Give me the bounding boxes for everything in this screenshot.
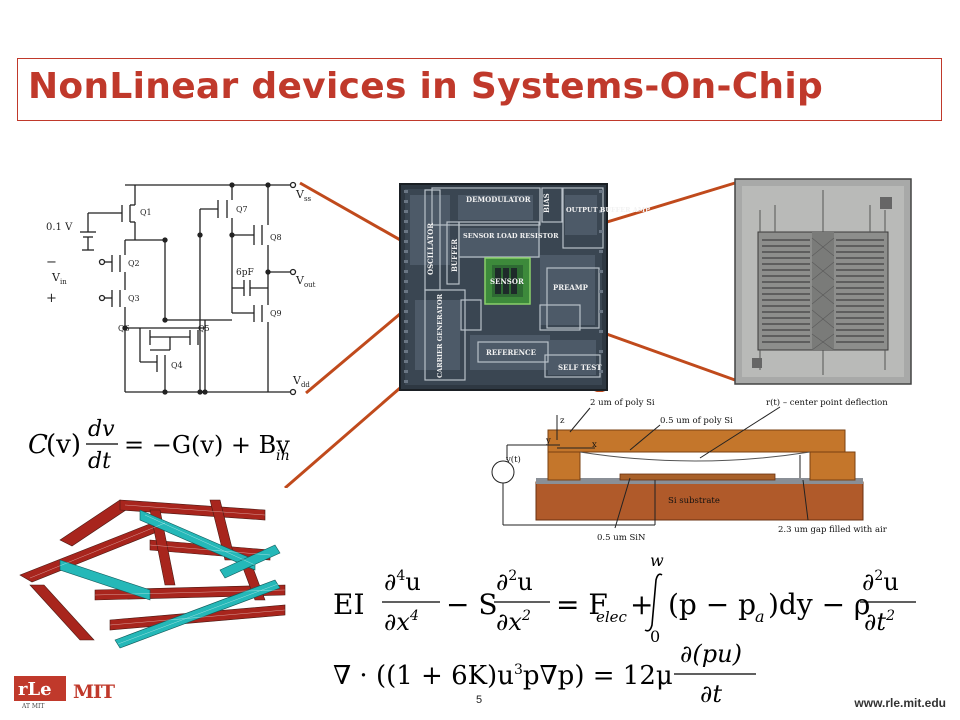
label-vin: Vin xyxy=(51,271,67,286)
chip-label-reference: REFERENCE xyxy=(486,348,536,357)
svg-text:∂4u: ∂4u xyxy=(384,568,421,596)
svg-text:∂x4: ∂x4 xyxy=(384,608,419,636)
svg-text:(p − p: (p − p xyxy=(668,588,756,621)
label-vss: Vss xyxy=(295,188,312,203)
footer-url: www.rle.mit.edu xyxy=(854,696,946,710)
cs-label-deflection: r(t) – center point deflection xyxy=(766,397,888,408)
svg-text:rLe: rLe xyxy=(18,679,52,700)
svg-text:dv: dv xyxy=(88,417,115,442)
chip-label-sensor: SENSOR xyxy=(490,277,524,286)
svg-text:w: w xyxy=(650,551,664,570)
svg-text:∂x2: ∂x2 xyxy=(496,608,531,636)
chip-label-preamp: PREAMP xyxy=(553,283,589,292)
beam-cross-section: 2 um of poly Si 0.5 um of poly Si r(t) –… xyxy=(483,392,888,543)
svg-text:C: C xyxy=(28,430,48,460)
label-q6: Q6 xyxy=(118,324,130,333)
svg-text:MIT: MIT xyxy=(73,681,115,702)
label-source: 0.1 V xyxy=(46,222,73,233)
svg-text:∂t2: ∂t2 xyxy=(864,608,895,636)
schematic-labels: Vss Vout Vdd Vin 0.1 V − + 6pF Q1 Q2 Q3 … xyxy=(46,188,316,389)
equation-1: C (v) dv dt = −G(v) + Bv in xyxy=(28,417,290,474)
cs-label-y: y xyxy=(545,436,551,446)
chip-die-photo: DEMODULATOR BIAS OUTPUT BUFFER AMP OSCIL… xyxy=(399,183,650,391)
svg-text:EI: EI xyxy=(333,588,365,621)
chip-label-self-test: SELF TEST xyxy=(558,363,602,372)
slide-title: NonLinear devices in Systems-On-Chip xyxy=(28,66,824,107)
svg-text:∂2u: ∂2u xyxy=(862,568,899,596)
cs-label-poly2: 2 um of poly Si xyxy=(590,398,655,408)
svg-text:in: in xyxy=(276,448,290,464)
label-q4: Q4 xyxy=(171,361,183,370)
label-q1: Q1 xyxy=(140,208,152,217)
chip-label-output-buffer: OUTPUT BUFFER AMP xyxy=(566,206,650,214)
cs-label-z: z xyxy=(560,416,565,426)
chip-label-demodulator: DEMODULATOR xyxy=(466,195,531,204)
label-q2: Q2 xyxy=(128,259,140,268)
rle-logo: rLe AT MIT xyxy=(14,676,66,714)
svg-text:dt: dt xyxy=(88,449,111,474)
label-q3: Q3 xyxy=(128,294,140,303)
label-minus: − xyxy=(46,255,57,270)
svg-text:∂t: ∂t xyxy=(700,680,722,708)
svg-text:+: + xyxy=(630,588,653,621)
label-vout: Vout xyxy=(295,274,316,289)
label-q8: Q8 xyxy=(270,233,282,242)
equation-3: ∇ · ((1 + 6K)u3p∇p) = 12μ ∂(pu) ∂t xyxy=(333,640,756,708)
chip-label-oscillator: OSCILLATOR xyxy=(426,223,435,275)
svg-text:∂(pu): ∂(pu) xyxy=(680,640,742,668)
label-q7: Q7 xyxy=(236,205,248,214)
svg-text:(v): (v) xyxy=(46,430,81,460)
chip-label-carrier: CARRIER GENERATOR xyxy=(436,293,444,378)
equation-2: EI ∂4u ∂x4 − S ∂2u ∂x2 = F elec + w 0 (p… xyxy=(333,551,916,646)
label-cap: 6pF xyxy=(236,268,254,278)
label-q9: Q9 xyxy=(270,309,282,318)
title-box: NonLinear devices in Systems-On-Chip xyxy=(17,58,942,121)
chip-label-bias: BIAS xyxy=(542,193,551,213)
label-plus: + xyxy=(46,291,57,306)
circuit-schematic xyxy=(80,181,297,396)
svg-text:= −G(v) + Bv: = −G(v) + Bv xyxy=(124,431,290,459)
cs-label-vt: v(t) xyxy=(505,454,521,465)
mit-logo: MIT xyxy=(73,680,116,706)
page-number: 5 xyxy=(476,694,483,706)
svg-text:− S: − S xyxy=(446,588,498,621)
svg-text:= F: = F xyxy=(556,588,608,621)
cs-label-x: x xyxy=(592,440,597,450)
svg-text:0: 0 xyxy=(650,627,660,646)
svg-text:elec: elec xyxy=(596,608,628,626)
svg-text:∇ · ((1 + 6K)u3p∇p) = 12μ: ∇ · ((1 + 6K)u3p∇p) = 12μ xyxy=(333,661,673,691)
chip-label-sensor-load: SENSOR LOAD RESISTOR xyxy=(463,232,559,240)
cs-label-gap: 2.3 um gap filled with air xyxy=(778,525,888,535)
cs-label-sin: 0.5 um SiN xyxy=(597,533,646,543)
label-q5: Q5 xyxy=(198,324,210,333)
chip-label-buffer: BUFFER xyxy=(450,239,459,272)
conductor-layout-render xyxy=(17,488,287,663)
svg-text:a: a xyxy=(755,607,765,626)
label-vdd: Vdd xyxy=(292,374,310,389)
svg-text:AT MIT: AT MIT xyxy=(21,703,44,710)
svg-text:)dy − ρ: )dy − ρ xyxy=(768,588,870,621)
mems-micrograph xyxy=(734,178,912,385)
svg-text:∂2u: ∂2u xyxy=(496,568,533,596)
cs-label-substrate: Si substrate xyxy=(668,496,720,506)
cs-label-poly05: 0.5 um of poly Si xyxy=(660,416,733,426)
